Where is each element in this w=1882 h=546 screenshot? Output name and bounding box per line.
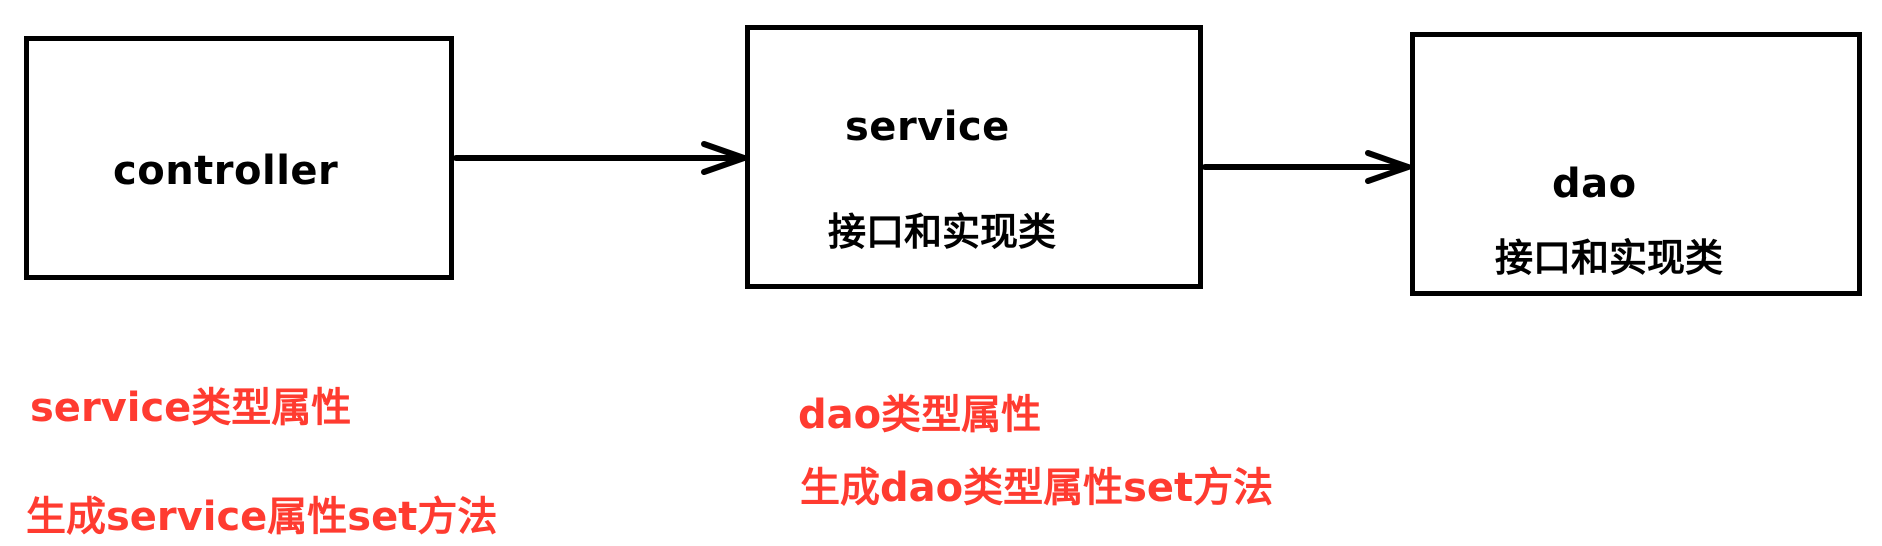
controller-box: controller bbox=[24, 36, 454, 280]
arrow-service-to-dao bbox=[1202, 150, 1411, 184]
dao-box: dao 接口和实现类 bbox=[1410, 32, 1862, 296]
note-service-property: service类型属性 bbox=[30, 385, 352, 431]
note-dao-setter: 生成dao类型属性set方法 bbox=[800, 465, 1274, 511]
dao-subtitle: 接口和实现类 bbox=[1495, 236, 1724, 280]
controller-label: controller bbox=[113, 148, 339, 194]
note-service-setter: 生成service属性set方法 bbox=[26, 494, 498, 540]
service-box: service 接口和实现类 bbox=[745, 25, 1203, 289]
service-subtitle: 接口和实现类 bbox=[828, 210, 1057, 254]
dao-label: dao bbox=[1552, 161, 1637, 207]
arrow-controller-to-service bbox=[453, 141, 747, 175]
service-label: service bbox=[845, 104, 1010, 150]
note-dao-property: dao类型属性 bbox=[798, 392, 1042, 438]
